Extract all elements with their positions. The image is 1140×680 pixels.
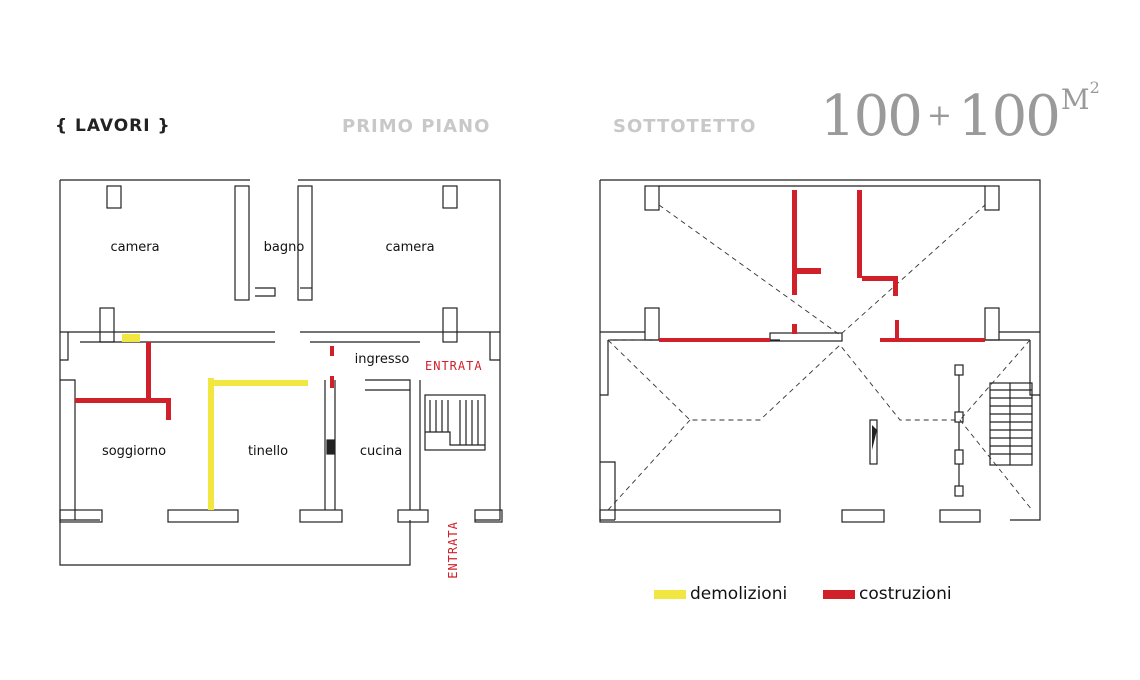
area-unit: M bbox=[1060, 83, 1090, 116]
legend-swatch-demolition bbox=[654, 589, 686, 599]
attic-plan bbox=[599, 179, 1041, 523]
room-label: tinello bbox=[248, 444, 288, 459]
legend-swatch-construction bbox=[823, 589, 855, 599]
room-label: bagno bbox=[264, 240, 305, 255]
legend-construction: costruzioni bbox=[823, 584, 952, 604]
room-label: soggiorno bbox=[102, 444, 166, 459]
area-value-2: 100 bbox=[958, 84, 1061, 149]
first-floor-constructions bbox=[75, 342, 334, 420]
entrance-label: ENTRATA bbox=[425, 359, 483, 373]
area-title: 100+100M2 bbox=[820, 78, 1100, 149]
room-label: camera bbox=[385, 240, 434, 255]
legend-demolition: demolizioni bbox=[654, 584, 787, 604]
entrance-label-vertical: ENTRATA bbox=[446, 521, 460, 579]
room-label: ingresso bbox=[355, 352, 410, 367]
first-floor-plan bbox=[59, 179, 503, 566]
attic-demolitions bbox=[872, 425, 877, 450]
legend-label-demolition: demolizioni bbox=[690, 584, 788, 604]
attic-constructions bbox=[659, 190, 985, 342]
first-floor-demolitions bbox=[122, 334, 308, 510]
area-plus: + bbox=[926, 98, 953, 133]
legend-label-construction: costruzioni bbox=[859, 584, 952, 604]
room-label: camera bbox=[110, 240, 159, 255]
floor-label-first: PRIMO PIANO bbox=[342, 116, 491, 137]
room-label: cucina bbox=[360, 444, 402, 459]
floor-label-attic: SOTTOTETTO bbox=[613, 116, 757, 137]
area-value-1: 100 bbox=[820, 84, 923, 149]
attic-roof-lines bbox=[607, 204, 1033, 511]
section-label: { LAVORI } bbox=[55, 116, 171, 136]
first-floor-room-labels: camera bagno camera ingresso soggiorno t… bbox=[102, 240, 483, 579]
area-exponent: 2 bbox=[1089, 78, 1100, 97]
